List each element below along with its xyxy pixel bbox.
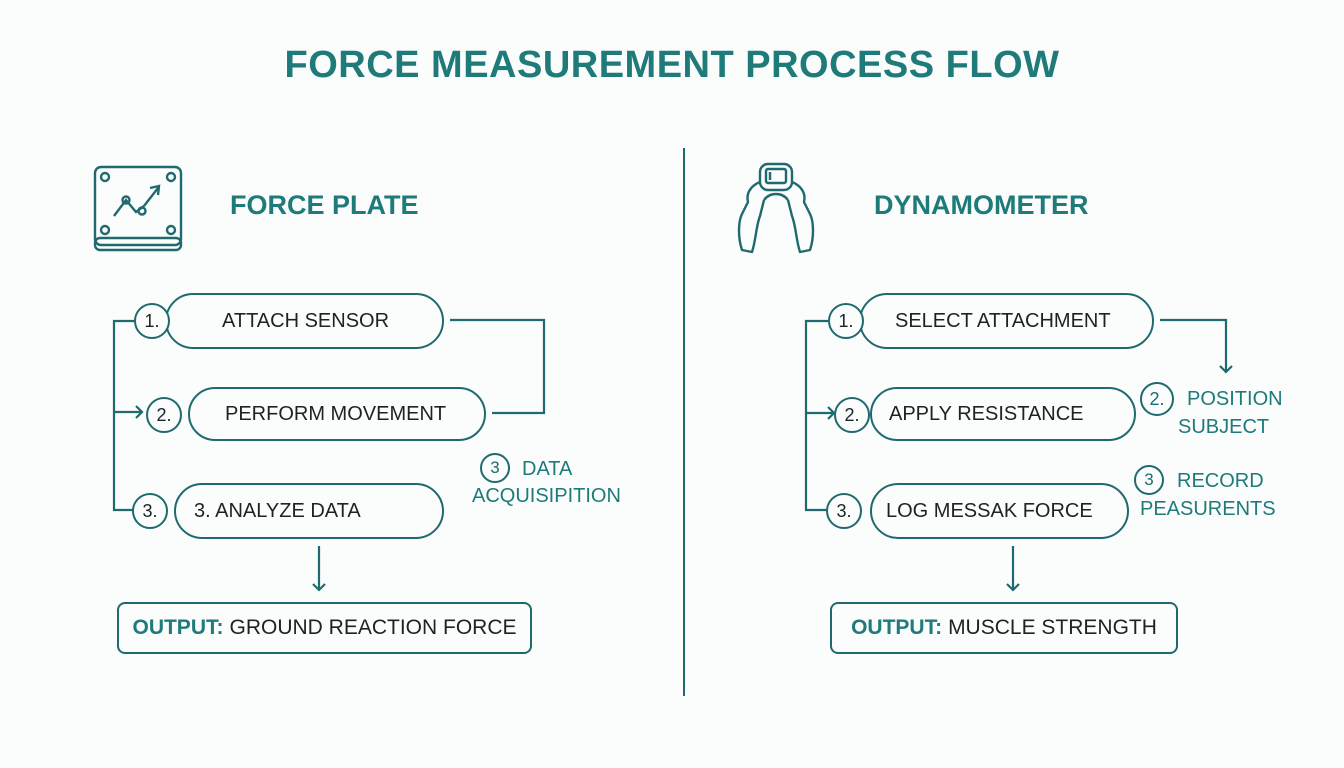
step-log-peak-force[interactable]: LOG MESSAK FORCE: [870, 483, 1129, 539]
step-label: 3. ANALYZE DATA: [194, 499, 361, 522]
step-number-3: 3.: [132, 493, 168, 529]
step-select-attachment[interactable]: SELECT ATTACHMENT: [859, 293, 1154, 349]
note-number-record-measurements: 3: [1134, 465, 1164, 495]
output-keyword: OUTPUT:: [132, 616, 224, 639]
note-line-1: POSITION: [1187, 388, 1283, 410]
note-number-data-acquisition: 3: [480, 453, 510, 483]
step-label: PERFORM MOVEMENT: [225, 402, 447, 425]
step-number-1: 1.: [828, 303, 864, 339]
step-number-1: 1.: [134, 303, 170, 339]
note-line-2: SUBJECT: [1178, 416, 1270, 438]
step-label: ATTACH SENSOR: [222, 309, 390, 332]
output-value: MUSCLE STRENGTH: [948, 616, 1157, 639]
step-apply-resistance[interactable]: APPLY RESISTANCE: [870, 387, 1136, 441]
note-line-2: PEASURENTS: [1140, 498, 1276, 520]
right-position-arrowhead: [1219, 365, 1233, 374]
step-number-2: 2.: [834, 397, 870, 433]
force-plate-icon: [92, 164, 184, 254]
step-attach-sensor[interactable]: ATTACH SENSOR: [165, 293, 444, 349]
note-line-2: ACQUISIPITION: [472, 485, 621, 507]
step-label: SELECT ATTACHMENT: [895, 309, 1111, 332]
step-analyze-data[interactable]: 3. ANALYZE DATA: [174, 483, 444, 539]
right-position-connector: [1160, 318, 1228, 372]
right-loop-bracket: [804, 319, 828, 512]
force-plate-heading: FORCE PLATE: [230, 190, 419, 220]
output-muscle-strength: OUTPUT: MUSCLE STRENGTH: [830, 602, 1178, 654]
dynamometer-icon: [734, 160, 818, 256]
section-divider: [683, 148, 685, 696]
dynamometer-heading: DYNAMOMETER: [874, 190, 1089, 220]
step-label: APPLY RESISTANCE: [889, 402, 1084, 425]
output-value: GROUND REACTION FORCE: [229, 616, 517, 639]
note-line-1: DATA: [522, 458, 573, 480]
note-line-1: RECORD: [1177, 470, 1264, 492]
note-number-position-subject: 2.: [1140, 382, 1174, 416]
left-output-arrowhead: [312, 583, 326, 592]
step-perform-movement[interactable]: PERFORM MOVEMENT: [188, 387, 486, 441]
output-keyword: OUTPUT:: [851, 616, 943, 639]
page-title: FORCE MEASUREMENT PROCESS FLOW: [284, 44, 1060, 86]
output-ground-reaction-force: OUTPUT: GROUND REACTION FORCE: [117, 602, 532, 654]
left-return-connector: [450, 318, 546, 415]
left-branch-arrowhead: [135, 405, 144, 419]
step-label: LOG MESSAK FORCE: [886, 499, 1093, 522]
left-loop-bracket: [112, 319, 134, 512]
right-output-arrowhead: [1006, 583, 1020, 592]
step-number-3: 3.: [826, 493, 862, 529]
step-number-2: 2.: [146, 397, 182, 433]
